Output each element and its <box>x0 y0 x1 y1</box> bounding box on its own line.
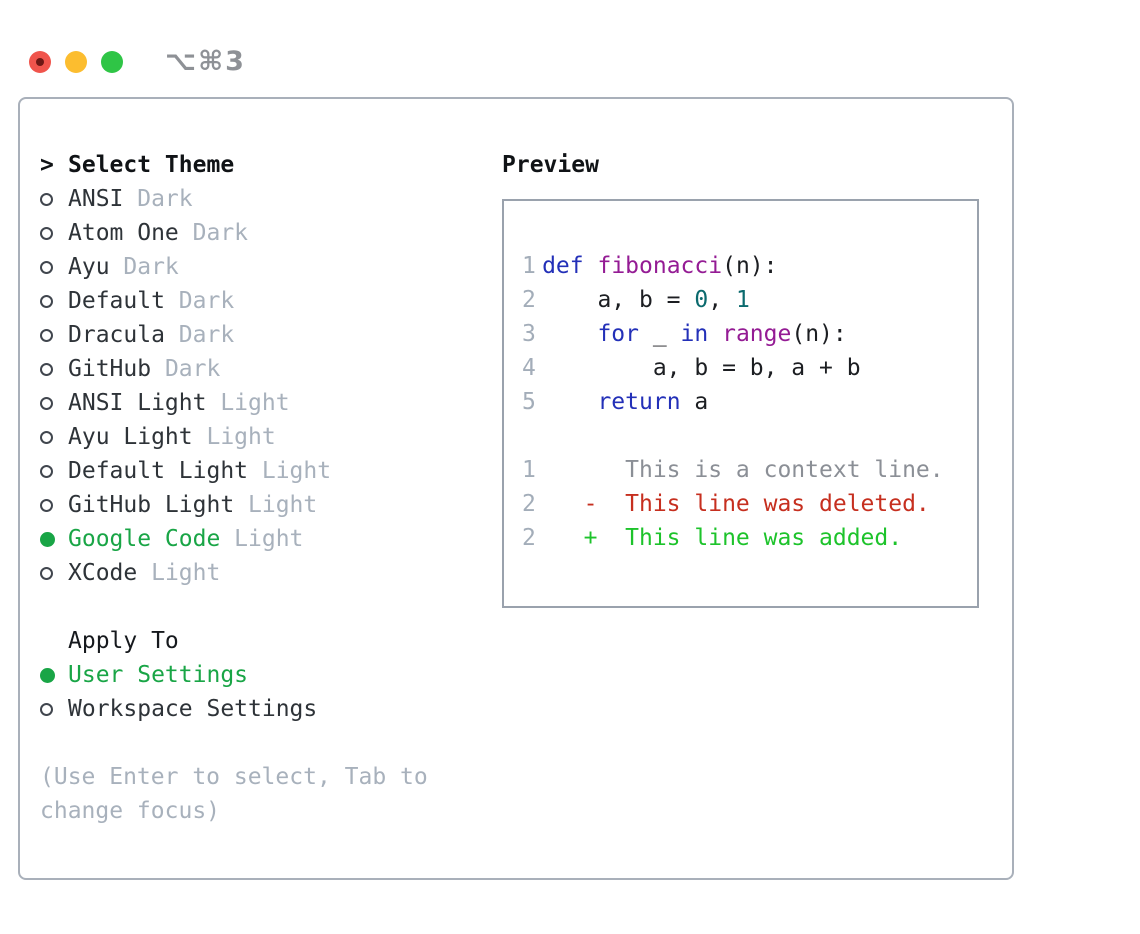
option-label: ANSI <box>68 186 124 212</box>
theme-option-ansi-light[interactable]: ANSI Light Light <box>40 386 502 420</box>
option-label: Dracula <box>68 322 165 348</box>
theme-variant-label: Light <box>220 390 290 416</box>
theme-variant-label: Light <box>261 458 332 484</box>
theme-variant-label: Light <box>248 492 318 518</box>
option-label: Ayu <box>68 254 110 280</box>
spacer <box>40 590 502 624</box>
theme-option-dracula[interactable]: Dracula Dark <box>40 318 502 352</box>
select-theme-header: Select Theme <box>68 152 235 178</box>
radio-unselected-icon <box>40 702 53 716</box>
theme-option-default[interactable]: Default Dark <box>40 284 502 318</box>
spacer <box>40 726 502 760</box>
radio-unselected-icon <box>40 192 53 206</box>
minimize-button-icon[interactable] <box>65 50 87 73</box>
theme-option-github[interactable]: GitHub Dark <box>40 352 502 386</box>
theme-option-ansi[interactable]: ANSI Dark <box>40 182 502 216</box>
preview-title: Preview <box>502 152 599 178</box>
blank-line <box>522 419 967 453</box>
theme-variant-label: Light <box>151 560 221 586</box>
option-label: Workspace Settings <box>68 696 318 722</box>
radio-unselected-icon <box>40 430 53 444</box>
zoom-button-icon[interactable] <box>101 50 123 73</box>
radio-unselected-icon <box>40 464 53 478</box>
line-number: 4 <box>522 355 536 381</box>
help-text: (Use Enter to select, Tab to change focu… <box>40 764 442 824</box>
diff-line-ctx: 1 This is a context line. <box>522 457 944 483</box>
theme-option-default-light[interactable]: Default Light Light <box>40 454 502 488</box>
theme-variant-label: Dark <box>178 288 235 314</box>
line-number: 5 <box>522 389 536 415</box>
option-label: Atom One <box>68 220 179 246</box>
radio-unselected-icon <box>40 498 53 512</box>
theme-variant-label: Dark <box>164 356 221 382</box>
theme-variant-label: Dark <box>123 254 179 280</box>
radio-unselected-icon <box>40 362 53 376</box>
line-number: 1 <box>522 253 536 279</box>
apply-to-header-row: Apply To <box>40 624 502 658</box>
theme-option-atom-one[interactable]: Atom One Dark <box>40 216 502 250</box>
option-label: ANSI Light <box>68 390 207 416</box>
radio-unselected-icon <box>40 294 53 308</box>
diff-line-add: 2 + This line was added. <box>522 525 903 551</box>
option-label: User Settings <box>68 662 249 688</box>
window-titlebar: ⌥⌘3 <box>0 0 1140 97</box>
option-label: GitHub Light <box>68 492 235 518</box>
theme-option-github-light[interactable]: GitHub Light Light <box>40 488 502 522</box>
traffic-lights <box>29 50 123 73</box>
close-button-icon[interactable] <box>29 50 51 73</box>
apply-option-user-settings[interactable]: User Settings <box>40 658 502 692</box>
radio-unselected-icon <box>40 328 53 342</box>
line-number: 2 <box>522 287 536 313</box>
theme-option-ayu[interactable]: Ayu Dark <box>40 250 502 284</box>
option-label: GitHub <box>68 356 152 382</box>
radio-unselected-icon <box>40 396 53 410</box>
line-number: 3 <box>522 321 536 347</box>
option-label: Default <box>68 288 165 314</box>
theme-option-google-code[interactable]: Google Code Light <box>40 522 502 556</box>
theme-variant-label: Dark <box>192 220 249 246</box>
option-label: Google Code <box>68 526 221 552</box>
theme-option-ayu-light[interactable]: Ayu Light Light <box>40 420 502 454</box>
code-line: 4 a, b = b, a + b <box>522 355 861 381</box>
theme-variant-label: Light <box>234 526 304 552</box>
radio-unselected-icon <box>40 260 53 274</box>
radio-selected-icon <box>40 531 55 547</box>
diff-line-del: 2 - This line was deleted. <box>522 491 930 517</box>
line-number: 1 <box>522 457 536 483</box>
theme-variant-label: Dark <box>137 186 193 212</box>
code-line: 2 a, b = 0, 1 <box>522 287 750 313</box>
code-line: 5 return a <box>522 389 709 415</box>
select-theme-header-row: > Select Theme <box>40 148 502 182</box>
focus-caret-icon: > <box>40 152 54 178</box>
theme-variant-label: Dark <box>178 322 235 348</box>
radio-unselected-icon <box>40 566 53 580</box>
theme-variant-label: Light <box>206 424 276 450</box>
apply-option-workspace-settings[interactable]: Workspace Settings <box>40 692 502 726</box>
option-label: Default Light <box>68 458 249 484</box>
theme-option-xcode[interactable]: XCode Light <box>40 556 502 590</box>
line-number: 2 <box>522 491 536 517</box>
line-number: 2 <box>522 525 536 551</box>
apply-to-header: Apply To <box>68 628 179 654</box>
code-line: 3 for _ in range(n): <box>522 321 847 347</box>
window-title: ⌥⌘3 <box>165 46 246 77</box>
preview-diff-block: 1 This is a context line. 2 - This line w… <box>522 453 967 555</box>
option-label: XCode <box>68 560 138 586</box>
option-label: Ayu Light <box>68 424 193 450</box>
radio-selected-icon <box>40 667 55 683</box>
radio-unselected-icon <box>40 226 53 240</box>
